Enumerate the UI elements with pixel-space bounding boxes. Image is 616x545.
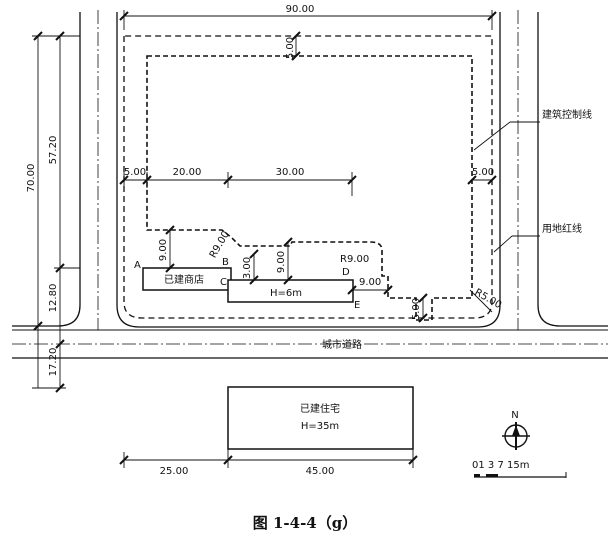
dim-bottom-tick-c: [408, 455, 418, 465]
dim-57-tick-c: [55, 339, 65, 349]
dim-h9-right-tick-a: [347, 285, 357, 295]
label-road: 城市道路: [322, 338, 362, 351]
dim-h9-left-tick-a: [165, 225, 175, 235]
dim-right-tick-b: [487, 175, 497, 185]
scale-label: 01 3 7 15m: [472, 460, 529, 471]
point-b: B: [222, 257, 229, 268]
dim-17: 17.20: [48, 348, 59, 377]
building-control-line: [146, 55, 473, 321]
figure-caption: 图 1-4-4（g）: [253, 514, 357, 532]
dim-h9-right: 9.00: [359, 277, 381, 288]
point-d: D: [342, 267, 350, 278]
point-c: C: [220, 277, 227, 288]
dim-top-width: 90.00: [286, 4, 315, 15]
label-house-name: 已建住宅: [300, 402, 340, 415]
low-building: [227, 279, 354, 303]
dim-right-tick-a: [467, 175, 477, 185]
dim-bottom-tick-b: [223, 455, 233, 465]
scale-bar-block-1: [474, 474, 480, 477]
dim-seg-20: 20.00: [173, 167, 202, 178]
label-house-height: H=35m: [301, 421, 339, 432]
point-e: E: [354, 300, 360, 311]
r5-leader: [469, 289, 493, 313]
dim-bottom-tick-a: [119, 455, 129, 465]
control-line-leader: [473, 121, 511, 151]
block-road-edge: [116, 12, 501, 328]
dim-bottom-5-tick-a: [418, 293, 428, 303]
dim-r9-d: R9.00: [340, 254, 369, 265]
label-shop: 已建商店: [164, 273, 204, 286]
dim-overall-70: 70.00: [26, 164, 37, 193]
right-road-outer-edge: [537, 12, 608, 327]
dim-h9-mid-tick-b: [283, 275, 293, 285]
scale-bar-block-2: [486, 474, 498, 477]
dim-57-tick-a: [55, 31, 65, 41]
dim-h3-tick-b: [249, 275, 259, 285]
dim-setback-top: 5.00: [285, 37, 296, 59]
dim-h9-left-tick-b: [165, 263, 175, 273]
label-low-height: H=6m: [270, 288, 302, 299]
dim-h3: 3.00: [242, 257, 253, 279]
dim-row-tick-a: [119, 175, 129, 185]
dim-left-setback: 5.00: [124, 167, 146, 178]
dim-bottom-5-tick-b: [418, 313, 428, 323]
dim-57: 57.20: [48, 136, 59, 165]
dim-right-setback: 5.00: [472, 167, 494, 178]
dim-bottom-45: 45.00: [306, 466, 335, 477]
dim-h9-right-tick-b: [383, 285, 393, 295]
property-line-leader: [493, 235, 513, 253]
dim-h9-left: 9.00: [158, 239, 169, 261]
dim-r9-b: R9.00: [208, 229, 232, 260]
label-property-line: 用地红线: [542, 222, 582, 235]
dim-12: 12.80: [48, 284, 59, 313]
house-building: [227, 386, 414, 450]
point-a: A: [134, 260, 141, 271]
north-arrow-head: [512, 425, 520, 436]
label-control-line: 建筑控制线: [542, 108, 592, 121]
dim-h9-mid-tick-a: [283, 237, 293, 247]
shop-building: [142, 267, 232, 291]
property-line: [123, 35, 493, 319]
dim-row-tick-c: [223, 175, 233, 185]
dim-bottom-25: 25.00: [160, 466, 189, 477]
dim-row-tick-b: [142, 175, 152, 185]
dim-h9-mid: 9.00: [276, 251, 287, 273]
dim-h3-tick-a: [249, 249, 259, 259]
dim-setback-top-tick-b: [291, 51, 301, 61]
dim-bottom-5: 5.00: [411, 298, 422, 320]
left-road-outer-edge: [12, 12, 81, 327]
dim-top-tick-right: [487, 11, 497, 21]
dim-row-tick-d: [347, 175, 357, 185]
dim-seg-30: 30.00: [276, 167, 305, 178]
dim-setback-top-tick-a: [291, 31, 301, 41]
dim-70-tick-b: [33, 321, 43, 331]
north-letter: N: [511, 410, 518, 421]
dim-top-tick-left: [119, 11, 129, 21]
